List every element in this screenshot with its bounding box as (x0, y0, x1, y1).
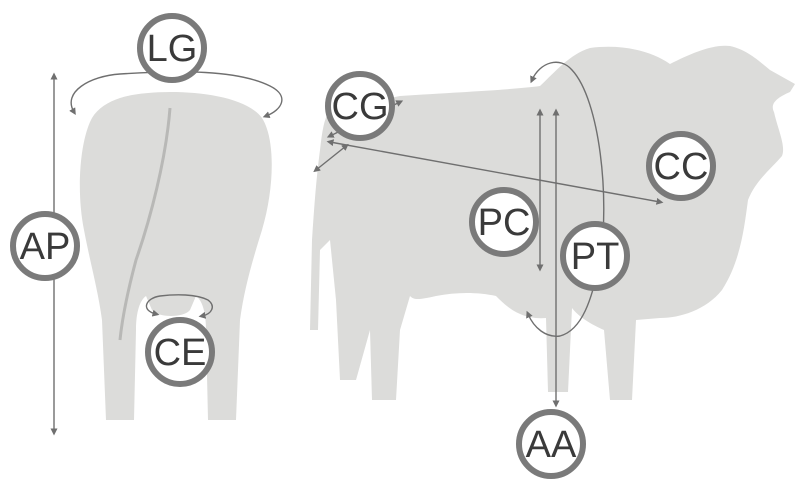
cc-body-diagonal-line (326, 139, 664, 205)
badge-ce: CE (145, 317, 215, 387)
badge-ap-label: AP (20, 226, 71, 268)
badge-cc-label: CC (654, 146, 709, 188)
badge-pc-label: PC (478, 202, 531, 244)
badge-cg: CG (325, 71, 395, 141)
badge-cg-label: CG (332, 86, 389, 128)
badge-aa: AA (516, 409, 586, 479)
badge-lg: LG (137, 13, 207, 83)
cow-rear-view (50, 71, 283, 436)
badge-lg-label: LG (147, 28, 198, 70)
badge-aa-label: AA (526, 424, 577, 466)
badge-pc: PC (469, 187, 539, 257)
badge-cc: CC (646, 131, 716, 201)
badge-ap: AP (10, 211, 80, 281)
badge-pt: PT (560, 221, 630, 291)
badge-ce-label: CE (154, 332, 207, 374)
tail-line (118, 107, 172, 341)
rear-body-silhouette (79, 92, 272, 421)
ce-scrotal-arc (145, 294, 213, 319)
badge-pt-label: PT (571, 236, 620, 278)
